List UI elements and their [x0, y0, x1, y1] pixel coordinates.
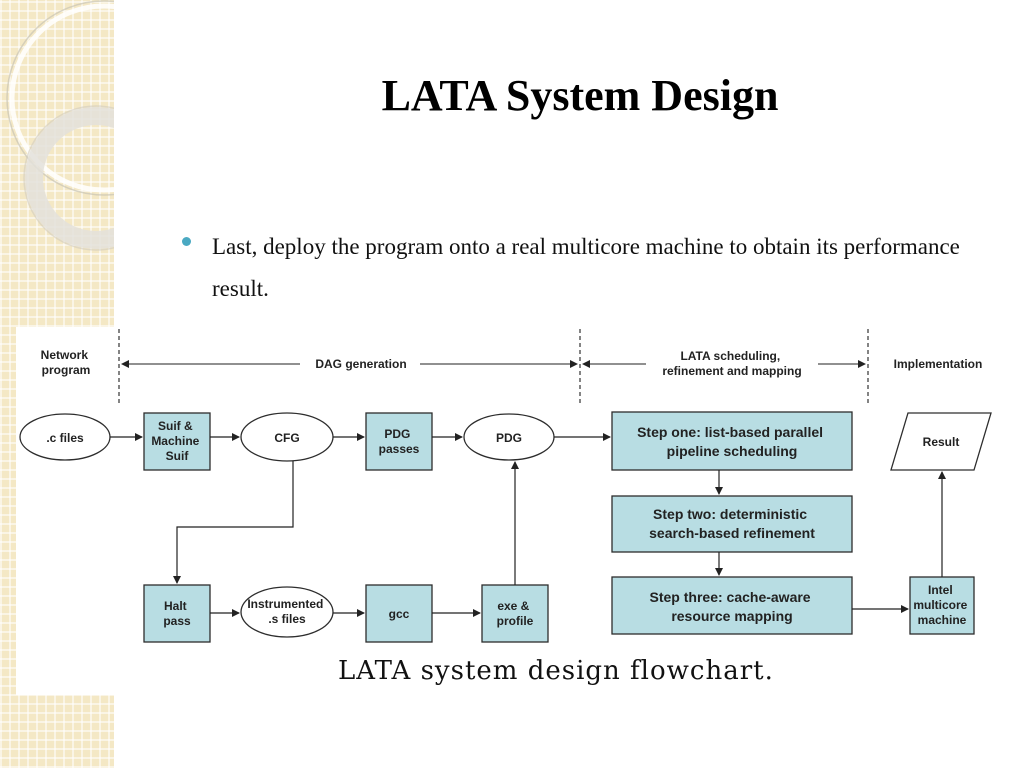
node-step-two-label: Step two: deterministic search-based ref… [649, 506, 815, 541]
decorative-rings [6, 0, 114, 251]
node-step-three-label: Step three: cache-aware resource mapping [650, 589, 815, 624]
node-cfg-label: CFG [274, 431, 299, 445]
node-c-files-label: .c files [46, 431, 84, 445]
node-step-one-label: Step one: list-based parallel pipeline s… [637, 424, 827, 459]
bullet-marker [182, 237, 191, 246]
phase-lata: LATA scheduling, refinement and mapping [662, 349, 801, 378]
flow-arrows [110, 433, 946, 617]
bullet-text: Last, deploy the program onto a real mul… [212, 234, 960, 301]
node-exe-profile-label: exe & profile [497, 599, 534, 628]
node-intel-label: Intel multicore machine [913, 583, 970, 627]
node-instrumented-label: Instrumented .s files [247, 597, 326, 626]
node-gcc [365, 584, 433, 643]
node-pdg-passes [365, 412, 433, 471]
flowchart: Network program DAG generation LATA sche… [19, 329, 992, 643]
node-step-two [611, 495, 853, 553]
slide-title: LATA System Design [381, 71, 779, 120]
node-gcc-label: gcc [389, 607, 410, 621]
node-halt-pass-label: Halt pass [163, 599, 191, 628]
node-suif [143, 412, 211, 471]
phase-implementation: Implementation [894, 357, 983, 371]
node-result-label: Result [923, 435, 960, 449]
node-pdg-label: PDG [496, 431, 522, 445]
node-step-three [611, 576, 853, 635]
flowchart-figure: Network program DAG generation LATA sche… [16, 327, 1010, 695]
node-pdg-passes-label: PDG passes [379, 427, 420, 456]
phase-dag-generation: DAG generation [315, 357, 406, 371]
node-halt-pass [143, 584, 211, 643]
node-step-one [611, 411, 853, 471]
node-result [890, 412, 992, 471]
phase-network-program: Network program [41, 348, 92, 377]
figure-caption: LATA system design flowchart. [338, 656, 774, 686]
node-instrumented [240, 586, 334, 638]
node-suif-label: Suif & Machine Suif [151, 419, 202, 463]
